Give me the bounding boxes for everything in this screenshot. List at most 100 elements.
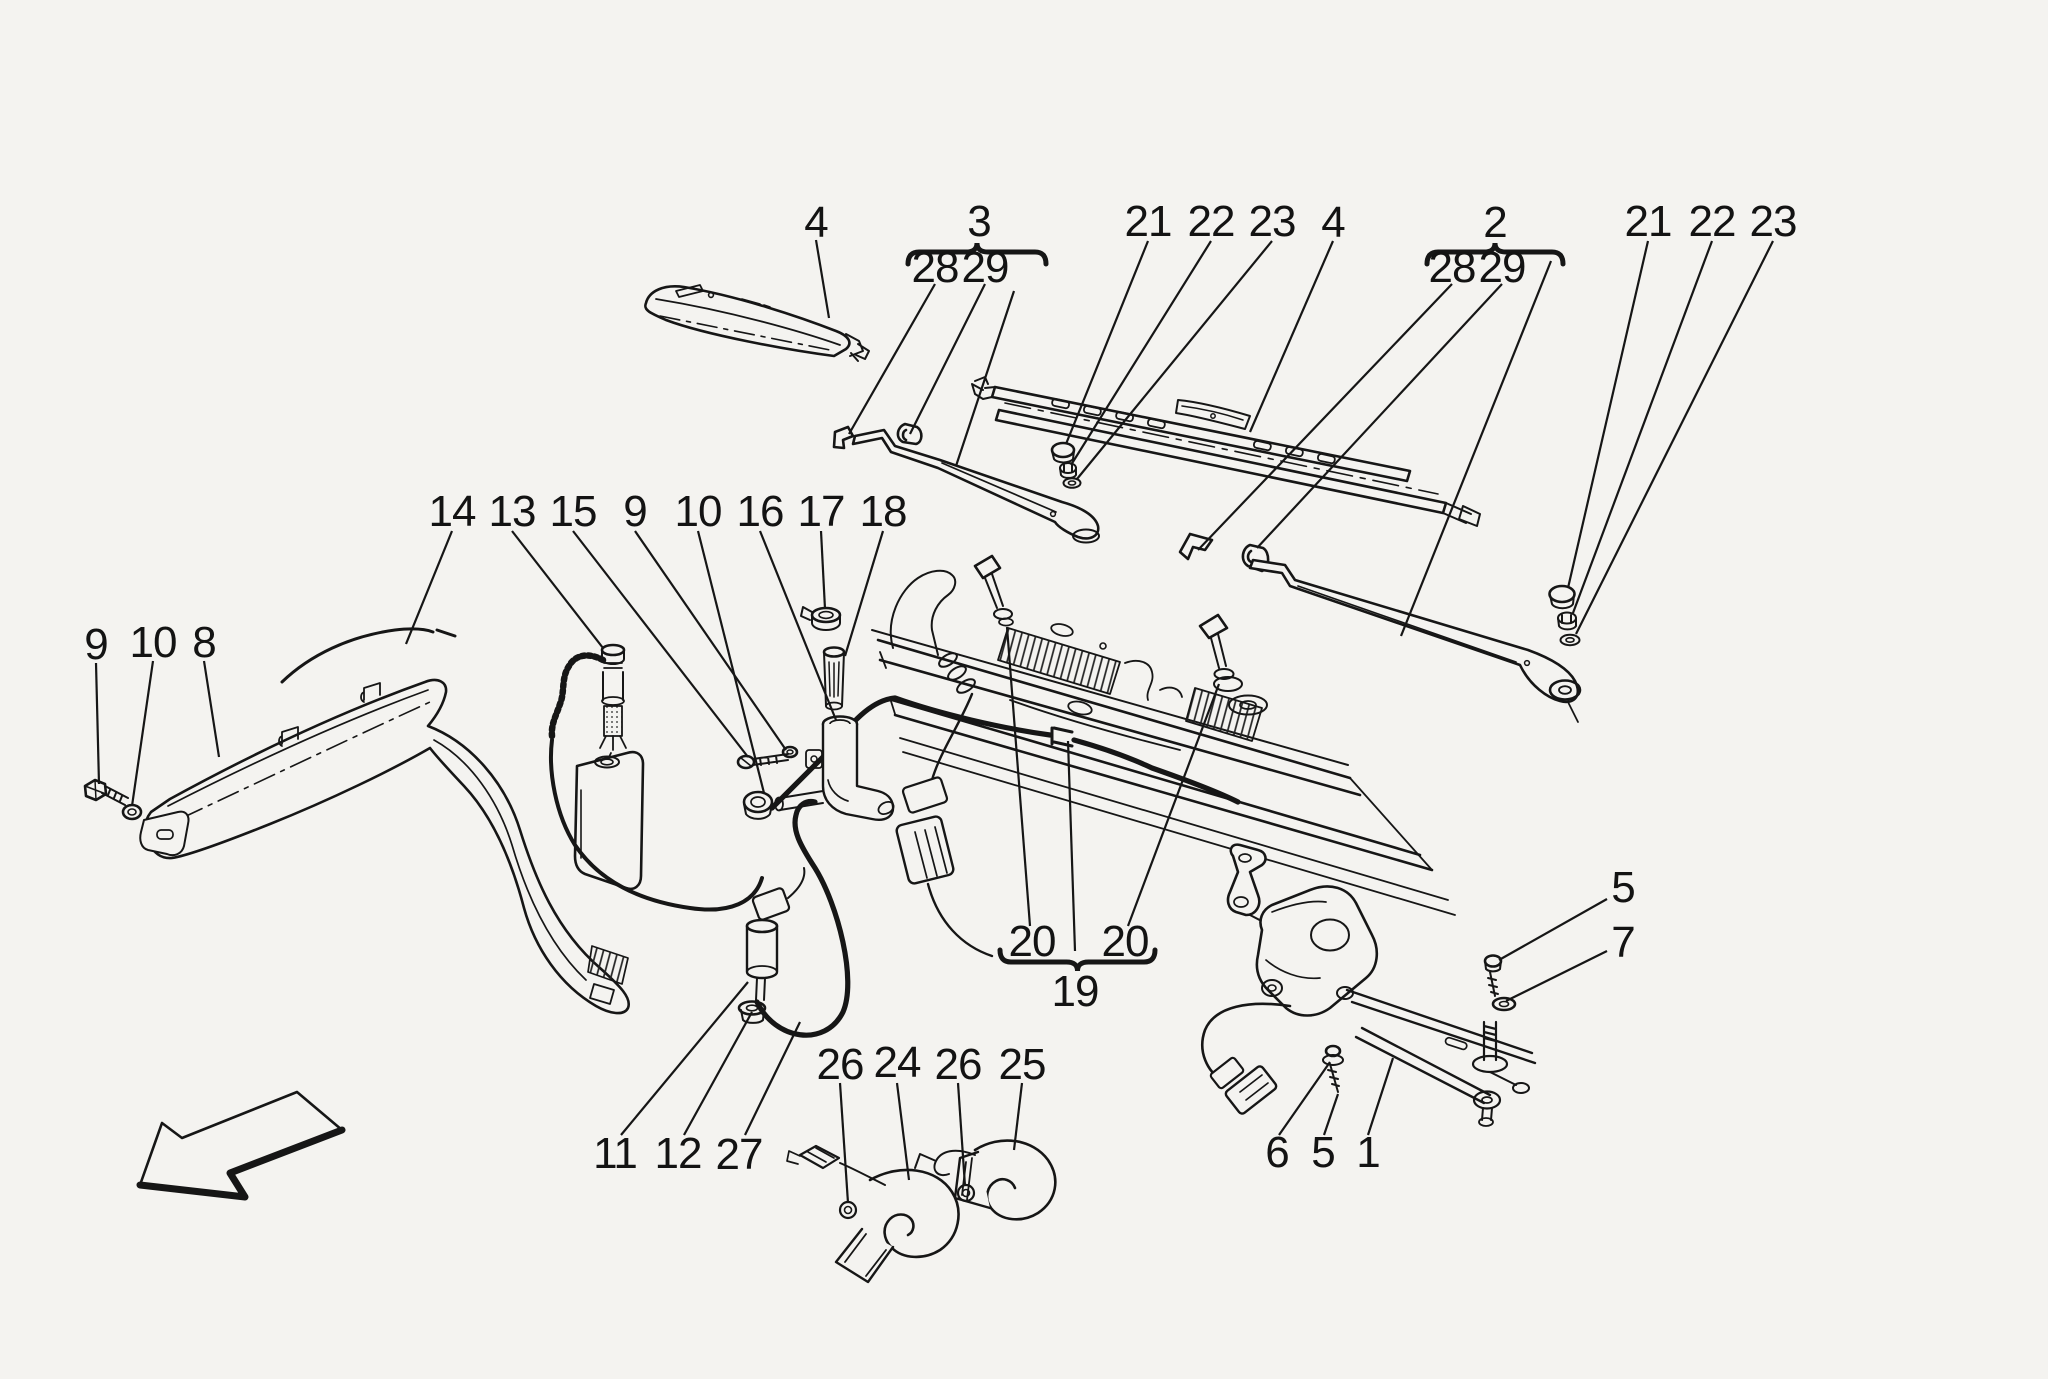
callout-c14: 14 [428,487,477,536]
leader-line [838,1082,850,1204]
callout-c1: 1 [1356,1128,1381,1177]
group-brace-19 [997,947,1158,972]
leader-line [696,530,766,794]
callout-c11: 11 [593,1129,638,1178]
leader-line [1278,1061,1331,1136]
leader-line [819,530,827,610]
wiper-motor-assembly [1201,843,1537,1127]
reservoir-group [83,627,764,1015]
leader-line [1566,240,1650,589]
leader-line [1066,740,1077,952]
mount-tab [139,810,190,857]
leader-line [572,530,749,758]
leader-line [1505,950,1608,1002]
leader-line [956,1082,967,1187]
leader-line [404,530,454,645]
callout-c13: 13 [488,487,537,536]
filler-neck-16 [805,715,895,821]
pump-hose-ribbed [548,652,607,740]
callout-c26a: 26 [816,1040,865,1089]
leader-line [895,1082,911,1181]
leader-line [1005,626,1032,927]
washer-7 [1491,996,1517,1012]
leader-line [1322,1093,1340,1136]
cowl-vent-grille-2 [1185,687,1263,742]
horn-left-24 [786,1144,960,1284]
direction-arrow-icon [136,1090,346,1201]
fender-liner-8 [139,678,631,1015]
group-brace-3 [905,242,1049,267]
leader-line [1571,240,1714,614]
callout-c9a: 9 [84,620,109,669]
callout-c21b: 21 [1624,197,1673,246]
washer-hose [754,695,1241,1038]
leader-line [1064,240,1150,445]
callout-c15: 15 [549,487,598,536]
leader-line [1256,283,1503,549]
callout-c2: 2 [1483,198,1508,247]
leader-line [909,283,986,435]
wiper-blade-right [971,376,1481,527]
pump-hose [549,738,764,912]
leader-line [1126,683,1221,927]
leader-line [1498,898,1608,961]
callout-c3: 3 [967,197,992,246]
bolt-9 [83,778,129,806]
leader-line [1248,240,1335,433]
pivot-cap-nut-washer-right [1548,584,1581,647]
callout-c23b: 23 [1749,197,1798,246]
leader-line [1070,240,1212,466]
callout-c4b: 4 [1321,198,1346,247]
callout-c21a: 21 [1124,197,1173,246]
callout-c16: 16 [736,487,785,536]
leader-line [94,662,101,785]
callout-c29b: 29 [1478,243,1527,292]
callout-c28a: 28 [911,243,960,292]
pump-wiring-27 [895,652,994,958]
screw-5-right [1483,954,1503,997]
callout-c18: 18 [859,487,908,536]
motor-harness [1201,1002,1292,1115]
grommet-12 [737,1000,767,1024]
callout-c9b: 9 [623,487,648,536]
pivot-cap-nut-washer-left [1050,441,1082,489]
leader-line [1197,283,1453,551]
leader-line [1012,1082,1024,1151]
leader-line [683,1011,753,1136]
wiper-blade-left [644,284,870,362]
leader-line [758,530,838,721]
callout-c28b: 28 [1428,243,1477,292]
leader-line [1076,240,1273,480]
wiper-arm-right [1178,532,1582,723]
arm-clip-29-left [896,422,923,446]
washer-pump-13 [599,643,627,760]
group-brace-2 [1424,242,1566,267]
callout-c4a: 4 [804,198,829,247]
horn-stud-left [798,1144,841,1170]
callout-c17: 17 [797,487,846,536]
washer-nozzle-left [973,554,1014,627]
arm-clip-28-right [1178,532,1214,561]
callout-c6: 6 [1265,1128,1290,1177]
leader-line [814,239,831,319]
leader-line [848,283,936,435]
callout-c20a: 20 [1008,917,1057,966]
leader-line [1366,1057,1395,1136]
callout-c8: 8 [192,618,217,667]
inlet-pipe [774,790,824,812]
callout-c22a: 22 [1187,197,1236,246]
leader-line [511,530,604,649]
washer-nozzle-right [1198,613,1243,692]
leader-line [202,660,221,758]
callout-c10b: 10 [674,487,723,536]
callout-c10a: 10 [129,618,178,667]
callout-c12: 12 [654,1129,703,1178]
callout-c22b: 22 [1688,197,1737,246]
callout-c5a: 5 [1611,863,1636,912]
washer-reservoir-tank [573,750,645,891]
callout-c19: 19 [1051,967,1100,1016]
callout-c20b: 20 [1101,917,1150,966]
screw-5-bottom [1322,1044,1344,1093]
